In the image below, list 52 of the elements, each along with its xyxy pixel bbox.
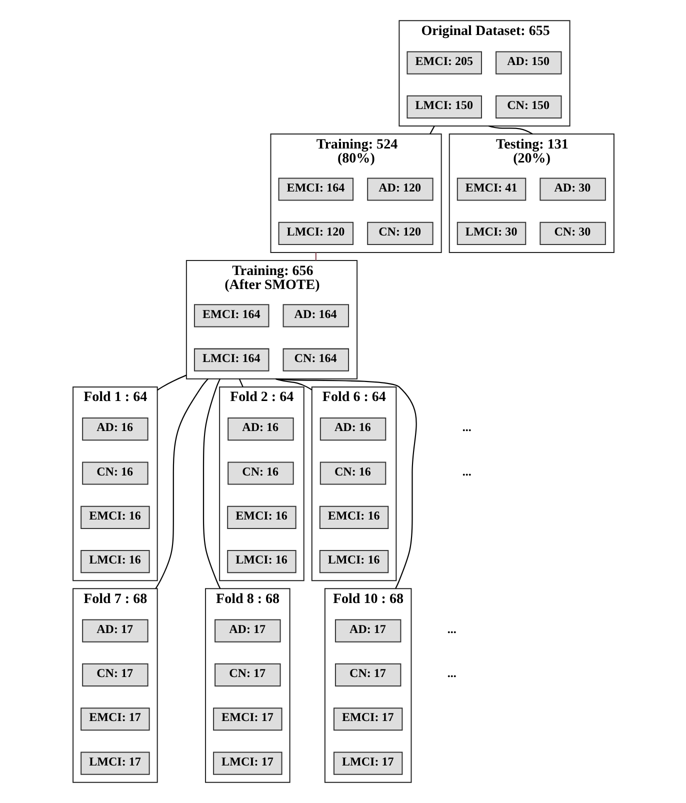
node-box: AD: 150: [495, 51, 562, 74]
node-box: AD: 16: [82, 418, 148, 441]
node-box: AD: 120: [366, 178, 433, 201]
connector: [275, 378, 312, 390]
node-box: EMCI: 205: [406, 51, 482, 74]
node-box: AD: 16: [319, 418, 386, 441]
node-box: EMCI: 17: [80, 708, 150, 731]
node-box: CN: 17: [82, 663, 148, 686]
connector: [238, 378, 243, 388]
node-box: LMCI: 17: [212, 752, 282, 775]
node-box: LMCI: 150: [406, 95, 482, 118]
node-box: EMCI: 41: [456, 178, 526, 201]
connector: [202, 378, 220, 589]
node-box: CN: 16: [319, 462, 386, 485]
label: ...: [446, 666, 456, 680]
label: ...: [446, 622, 456, 636]
node-box: LMCI: 16: [226, 550, 296, 574]
node-box: AD: 164: [282, 304, 349, 328]
node-box: AD: 17: [82, 619, 148, 642]
node-box: CN: 17: [214, 663, 280, 686]
node-box: LMCI: 164: [193, 348, 269, 372]
connector: [154, 378, 208, 589]
node-box: LMCI: 16: [318, 550, 388, 574]
node-box: CN: 120: [366, 222, 433, 245]
connector: [314, 252, 316, 260]
node-box: EMCI: 16: [318, 506, 388, 529]
node-box: EMCI: 16: [80, 506, 150, 529]
node-box: CN: 150: [495, 95, 562, 118]
node-box: EMCI: 164: [278, 178, 354, 201]
node-box: LMCI: 120: [278, 222, 354, 245]
label: ...: [462, 464, 471, 478]
node-box: AD: 17: [334, 619, 401, 642]
node-box: LMCI: 17: [332, 752, 402, 775]
connector: [156, 374, 186, 391]
node-box: LMCI: 17: [80, 752, 150, 775]
node-box: LMCI: 16: [80, 550, 150, 574]
node-box: CN: 16: [227, 462, 294, 485]
node-box: EMCI: 16: [226, 506, 296, 529]
node-box: CN: 164: [282, 348, 349, 372]
node-box: AD: 30: [539, 178, 606, 201]
node-box: CN: 16: [82, 462, 148, 485]
connector: [275, 378, 416, 589]
node-box: EMCI: 164: [193, 304, 269, 328]
node-box: AD: 16: [227, 418, 294, 441]
node-box: CN: 17: [334, 663, 401, 686]
node-box: EMCI: 17: [332, 708, 402, 731]
node-box: LMCI: 30: [456, 222, 526, 245]
label: ...: [462, 420, 471, 434]
node-box: AD: 17: [214, 619, 280, 642]
node-box: CN: 30: [539, 222, 606, 245]
node-box: EMCI: 17: [212, 708, 282, 731]
connector: [429, 126, 434, 134]
